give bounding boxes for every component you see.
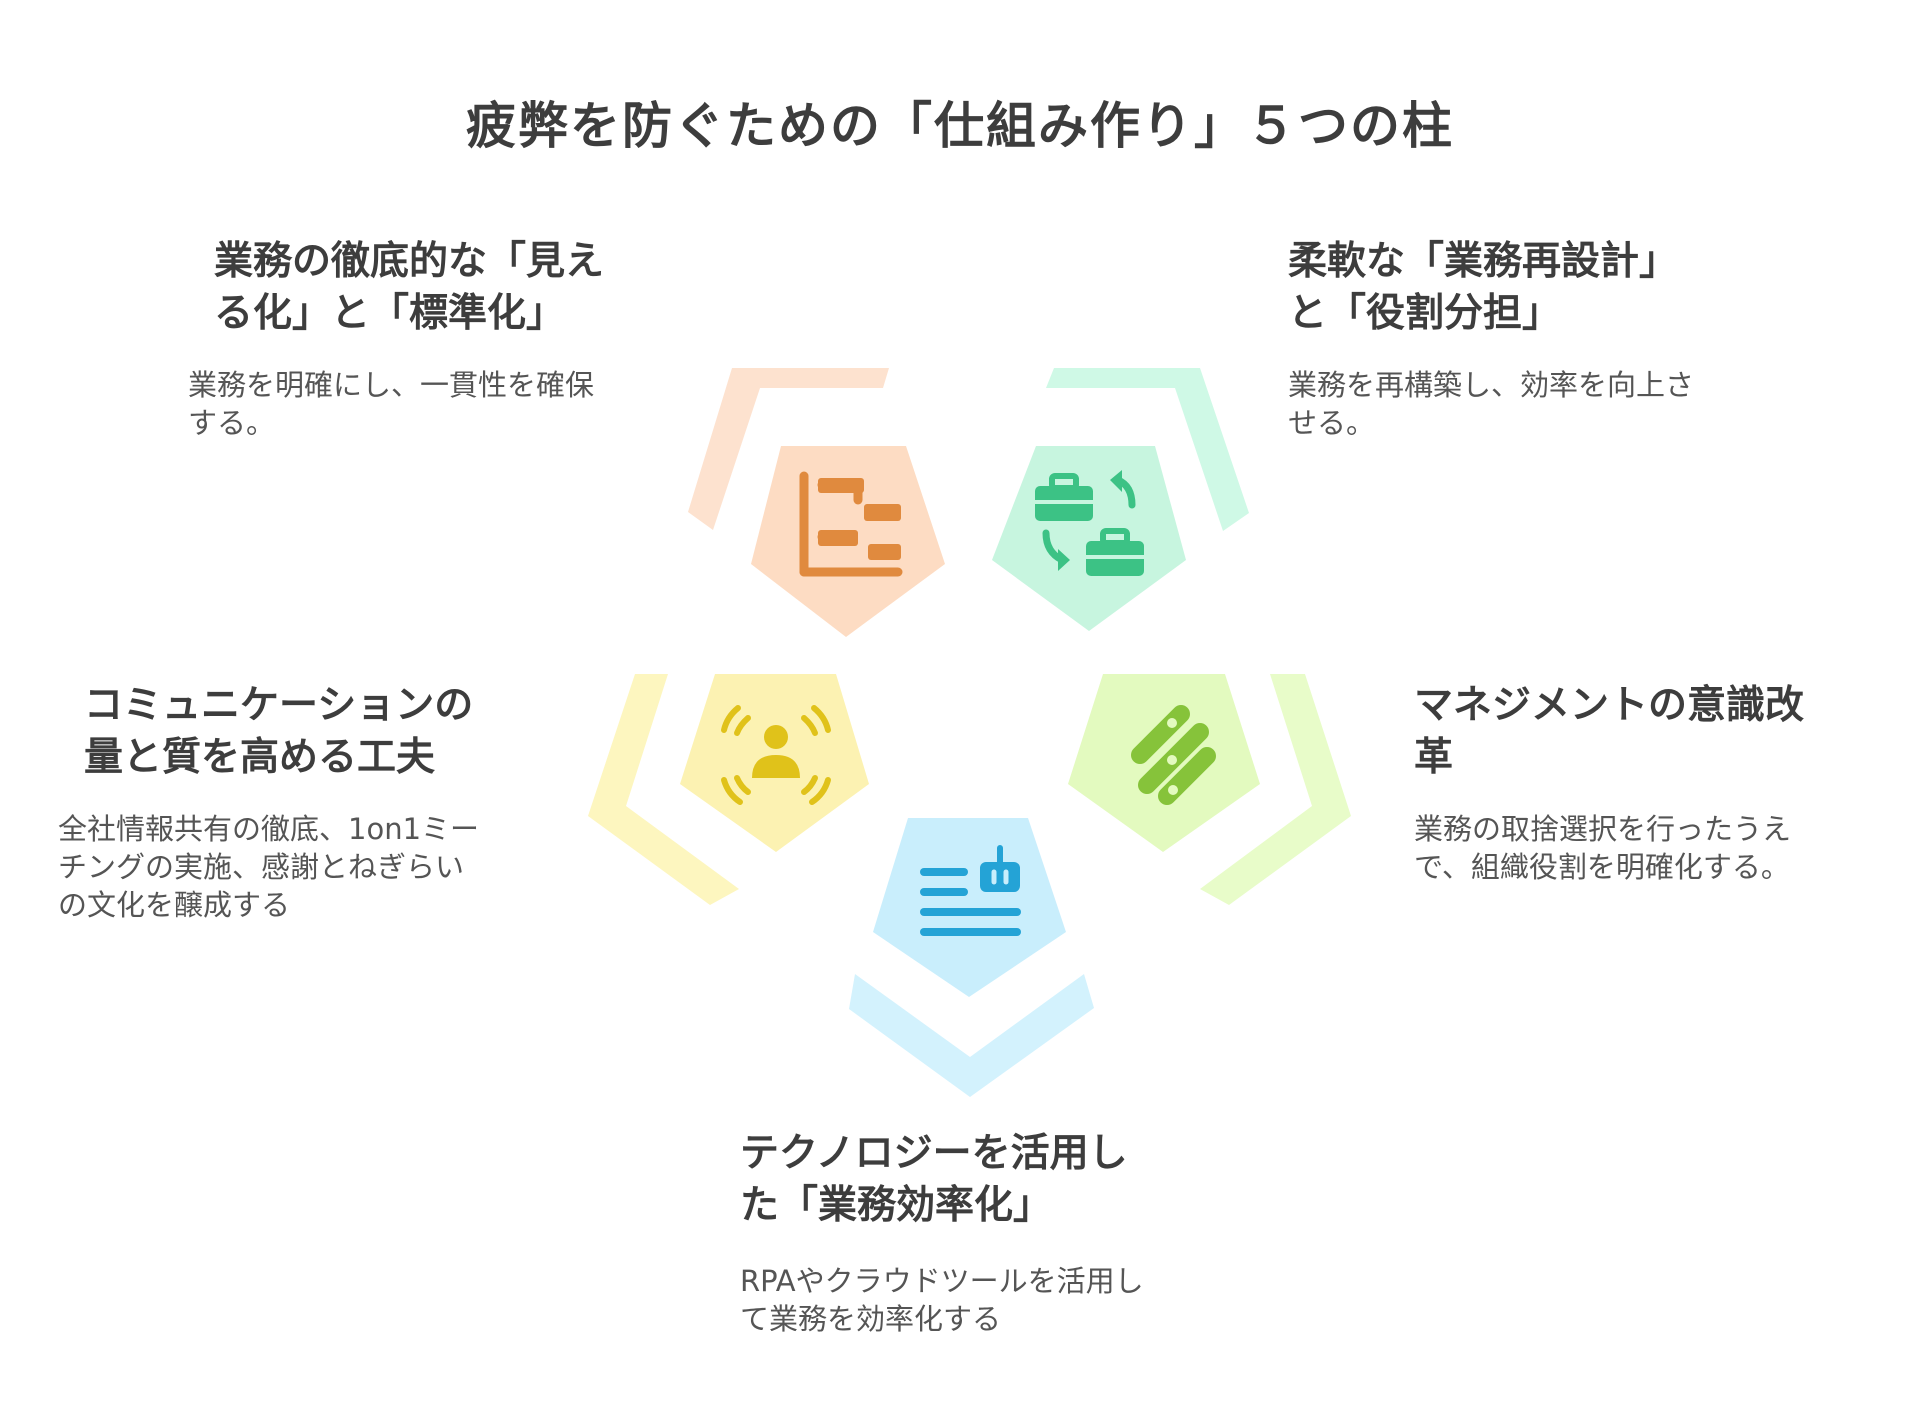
briefcase-swap-icon <box>1035 470 1144 576</box>
pillar-1-shape <box>688 368 945 637</box>
person-broadcast-icon <box>721 705 831 805</box>
diagram-title: 疲弊を防ぐための「仕組み作り」５つの柱 <box>466 97 1454 155</box>
pillar-1-heading: 業務の徹底的な「見え る化」と「標準化」 <box>214 239 605 336</box>
slider-knob-2 <box>1167 755 1177 765</box>
pillar-5-shape <box>849 818 1094 1097</box>
robot-document-icon <box>920 845 1021 936</box>
pillar-1-outer-band <box>688 368 889 530</box>
pillar-2-shape <box>992 368 1249 631</box>
pillar-4-heading: マネジメントの意識改 革 <box>1414 683 1805 780</box>
slider-knob-1 <box>1167 718 1177 728</box>
pillar-4-shape <box>1068 674 1351 905</box>
pillar-5-outer-band <box>849 974 1094 1097</box>
slider-knob-3 <box>1168 785 1178 795</box>
pillar-3-text: コミュニケーションの 量と質を高める工夫 全社情報共有の徹底、1on1ミー チン… <box>58 680 564 924</box>
pillar-2-heading: 柔軟な「業務再設計」 と「役割分担」 <box>1288 239 1679 336</box>
pillar-1-text: 業務の徹底的な「見え る化」と「標準化」 業務を明確にし、一貫性を確保 する。 <box>188 236 674 442</box>
pillar-1-description: 業務を明確にし、一貫性を確保 する。 <box>188 368 595 440</box>
pillar-3-heading: コミュニケーションの 量と質を高める工夫 <box>84 683 474 780</box>
pillar-3-description: 全社情報共有の徹底、1on1ミー チングの実施、感謝とねぎらい の文化を醸成する <box>58 812 480 922</box>
pillar-3-outer-band <box>588 674 739 905</box>
pillar-4-outer-band <box>1200 674 1351 905</box>
flowchart-box-3 <box>818 530 858 546</box>
pillar-2-description: 業務を再構築し、効率を向上さ せる。 <box>1288 368 1695 440</box>
pillar-2-outer-band <box>1046 368 1249 531</box>
flowchart-box-1 <box>818 478 864 493</box>
flowchart-box-2 <box>864 504 901 521</box>
pillar-4-description: 業務の取捨選択を行ったうえ で、組織役割を明確化する。 <box>1414 812 1792 884</box>
pillar-5-heading: テクノロジーを活用し た「業務効率化」 <box>740 1131 1128 1228</box>
pillar-2-inner-pentagon <box>992 446 1186 631</box>
flowchart-box-4 <box>868 544 901 560</box>
pillar-5-description: RPAやクラウドツールを活用し て業務を効率化する <box>740 1264 1144 1336</box>
pillar-5-inner-pentagon <box>873 818 1066 997</box>
pillar-2-text: 柔軟な「業務再設計」 と「役割分担」 業務を再構築し、効率を向上さ せる。 <box>1288 236 1758 442</box>
pillar-5-text: テクノロジーを活用し た「業務効率化」 RPAやクラウドツールを活用し て業務を… <box>740 1128 1220 1338</box>
pillar-3-shape <box>588 674 869 905</box>
pillar-4-text: マネジメントの意識改 革 業務の取捨選択を行ったうえ で、組織役割を明確化する。 <box>1414 680 1894 886</box>
